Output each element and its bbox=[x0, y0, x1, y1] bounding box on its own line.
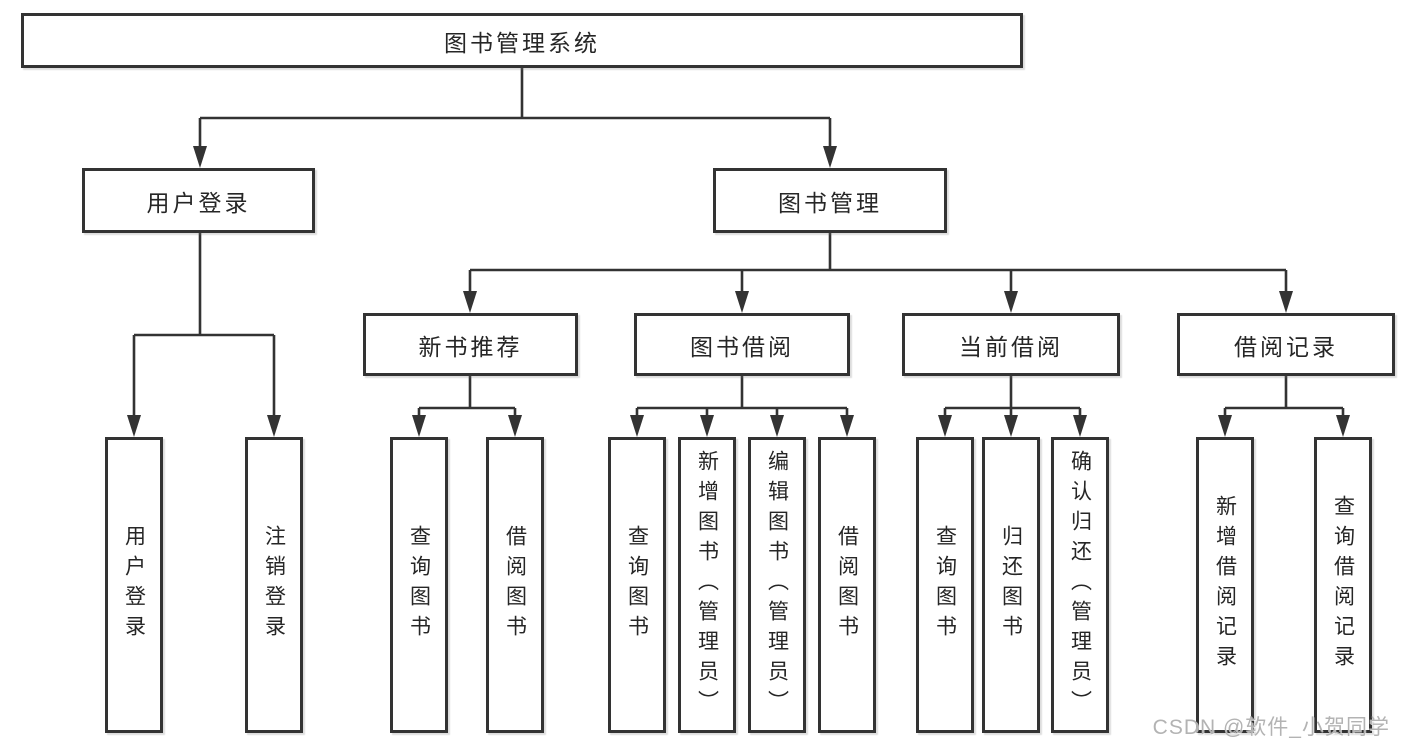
node-label: 新增借阅记录 bbox=[1213, 495, 1237, 675]
leaf-borrow-books-recommend: 借阅图书 bbox=[486, 437, 544, 733]
node-label: 借阅图书 bbox=[503, 525, 527, 645]
node-library-management-system: 图书管理系统 bbox=[21, 13, 1023, 68]
node-label: 查询图书 bbox=[407, 525, 431, 645]
leaf-add-borrow-record: 新增借阅记录 bbox=[1196, 437, 1254, 733]
node-label: 查询图书 bbox=[933, 525, 957, 645]
node-label: 编辑图书（管理员） bbox=[765, 450, 789, 720]
node-label: 查询图书 bbox=[625, 525, 649, 645]
node-label: 查询借阅记录 bbox=[1331, 495, 1355, 675]
node-label: 新增图书（管理员） bbox=[695, 450, 719, 720]
node-label: 用户登录 bbox=[122, 525, 146, 645]
leaf-return-books: 归还图书 bbox=[982, 437, 1040, 733]
csdn-watermark: CSDN @软件_小贺同学 bbox=[1152, 716, 1390, 739]
leaf-query-books-recommend: 查询图书 bbox=[390, 437, 448, 733]
leaf-borrow-books: 借阅图书 bbox=[818, 437, 876, 733]
leaf-query-borrow-record: 查询借阅记录 bbox=[1314, 437, 1372, 733]
node-borrowing-records: 借阅记录 bbox=[1177, 313, 1395, 376]
leaf-confirm-return-admin: 确认归还（管理员） bbox=[1051, 437, 1109, 733]
node-label: 归还图书 bbox=[999, 525, 1023, 645]
node-new-book-recommendation: 新书推荐 bbox=[363, 313, 578, 376]
node-book-management: 图书管理 bbox=[713, 168, 947, 233]
leaf-user-login: 用户登录 bbox=[105, 437, 163, 733]
node-user-login: 用户登录 bbox=[82, 168, 315, 233]
node-label: 图书管理系统 bbox=[444, 29, 600, 56]
node-label: 图书管理 bbox=[778, 189, 882, 216]
leaf-edit-books-admin: 编辑图书（管理员） bbox=[748, 437, 806, 733]
leaf-add-books-admin: 新增图书（管理员） bbox=[678, 437, 736, 733]
node-current-borrowing: 当前借阅 bbox=[902, 313, 1120, 376]
leaf-logout-login: 注销登录 bbox=[245, 437, 303, 733]
node-label: 用户登录 bbox=[146, 189, 251, 216]
node-label: 借阅记录 bbox=[1234, 333, 1338, 360]
node-label: 当前借阅 bbox=[959, 333, 1063, 360]
node-label: 新书推荐 bbox=[418, 333, 523, 360]
leaf-query-books-current: 查询图书 bbox=[916, 437, 974, 733]
node-label: 图书借阅 bbox=[690, 333, 794, 360]
node-label: 借阅图书 bbox=[835, 525, 859, 645]
leaf-query-books-borrow: 查询图书 bbox=[608, 437, 666, 733]
node-book-borrowing: 图书借阅 bbox=[634, 313, 850, 376]
node-label: 注销登录 bbox=[262, 525, 286, 645]
node-label: 确认归还（管理员） bbox=[1068, 450, 1092, 720]
